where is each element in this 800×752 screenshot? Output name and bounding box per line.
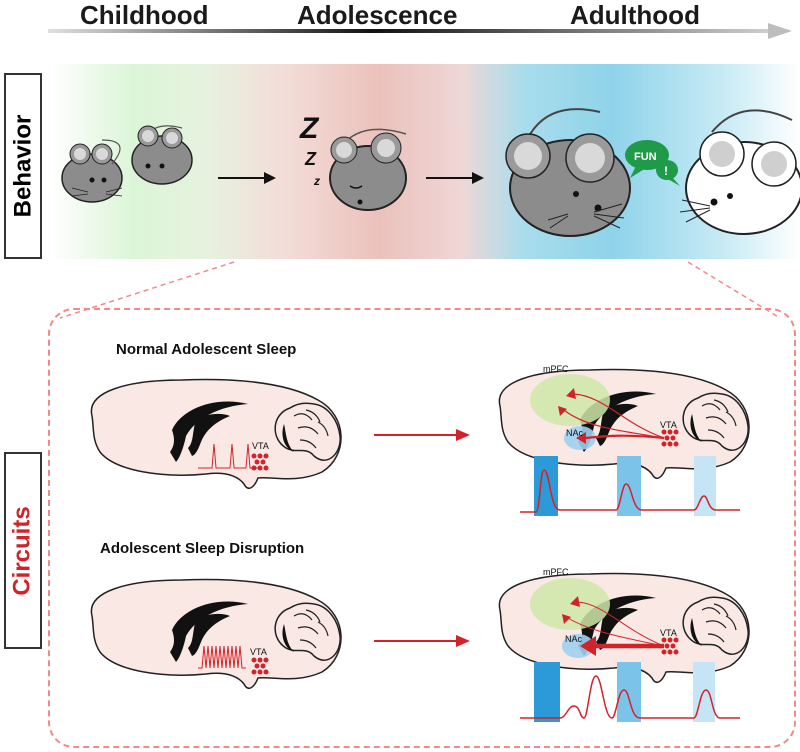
nac-label-disrupted: NAc: [565, 634, 583, 644]
sleep-letter-1: Z: [299, 112, 320, 145]
stage-adolescence: Adolescence: [297, 0, 458, 30]
brain-normal-adult: [498, 368, 750, 480]
mpfc-label-normal: mPFC: [543, 364, 569, 374]
timeline-arrow: [48, 23, 792, 39]
vta-label-disrupted-left: VTA: [250, 647, 267, 657]
activity-plot-disrupted: [520, 662, 740, 722]
vta-label-normal-left: VTA: [252, 441, 269, 451]
section-title-disruption: Adolescent Sleep Disruption: [100, 540, 305, 557]
speech-bubble-exclaim-text: !: [664, 164, 668, 178]
speech-bubble-exclaim: [656, 160, 680, 186]
brain-disrupted-adolescent: [90, 578, 342, 690]
brain-disrupted-adult: [498, 572, 750, 684]
mouse-adult-gray: [505, 108, 631, 237]
mouse-juvenile-2: [131, 125, 193, 185]
sleep-letter-3: z: [313, 174, 320, 188]
brain-normal-adolescent: [90, 378, 342, 490]
circuit-arrow-disrupted: [374, 635, 470, 647]
speech-bubble-fun: [625, 140, 669, 178]
nac-region-disrupted: [562, 634, 594, 658]
behavior-label-box: Behavior: [4, 73, 42, 259]
speech-bubble-fun-text: FUN: [634, 151, 657, 163]
firing-trace-normal: [198, 443, 262, 469]
sleep-letter-2: Z: [304, 149, 317, 169]
vta-label-disrupted-right: VTA: [660, 628, 677, 638]
vta-nucleus-disrupted: [251, 657, 269, 675]
mouse-adult-white: [679, 109, 800, 235]
mouse-juvenile-1: [61, 139, 123, 203]
activity-plot-normal: [520, 456, 740, 516]
mouse-sleeping: [329, 128, 407, 211]
nac-label-normal: NAc: [566, 428, 584, 438]
vta-nucleus-normal: [251, 453, 269, 471]
section-title-normal: Normal Adolescent Sleep: [116, 341, 297, 358]
stage-adulthood: Adulthood: [570, 0, 700, 30]
stage-childhood: Childhood: [80, 0, 209, 30]
vta-label-normal-right: VTA: [660, 420, 677, 430]
firing-trace-disrupted: [198, 645, 246, 669]
circuit-arrow-normal: [374, 429, 470, 441]
mpfc-region-normal: [530, 374, 610, 426]
behavior-arrow-1: [218, 172, 276, 184]
vta-nucleus-normal-adult: [661, 429, 679, 447]
circuits-label-box: Circuits: [4, 452, 42, 649]
behavior-arrow-2: [426, 172, 484, 184]
circuits-panel-frame: [48, 308, 796, 748]
vta-nucleus-disrupted-adult: [661, 637, 679, 655]
mpfc-label-disrupted: mPFC: [543, 567, 569, 577]
